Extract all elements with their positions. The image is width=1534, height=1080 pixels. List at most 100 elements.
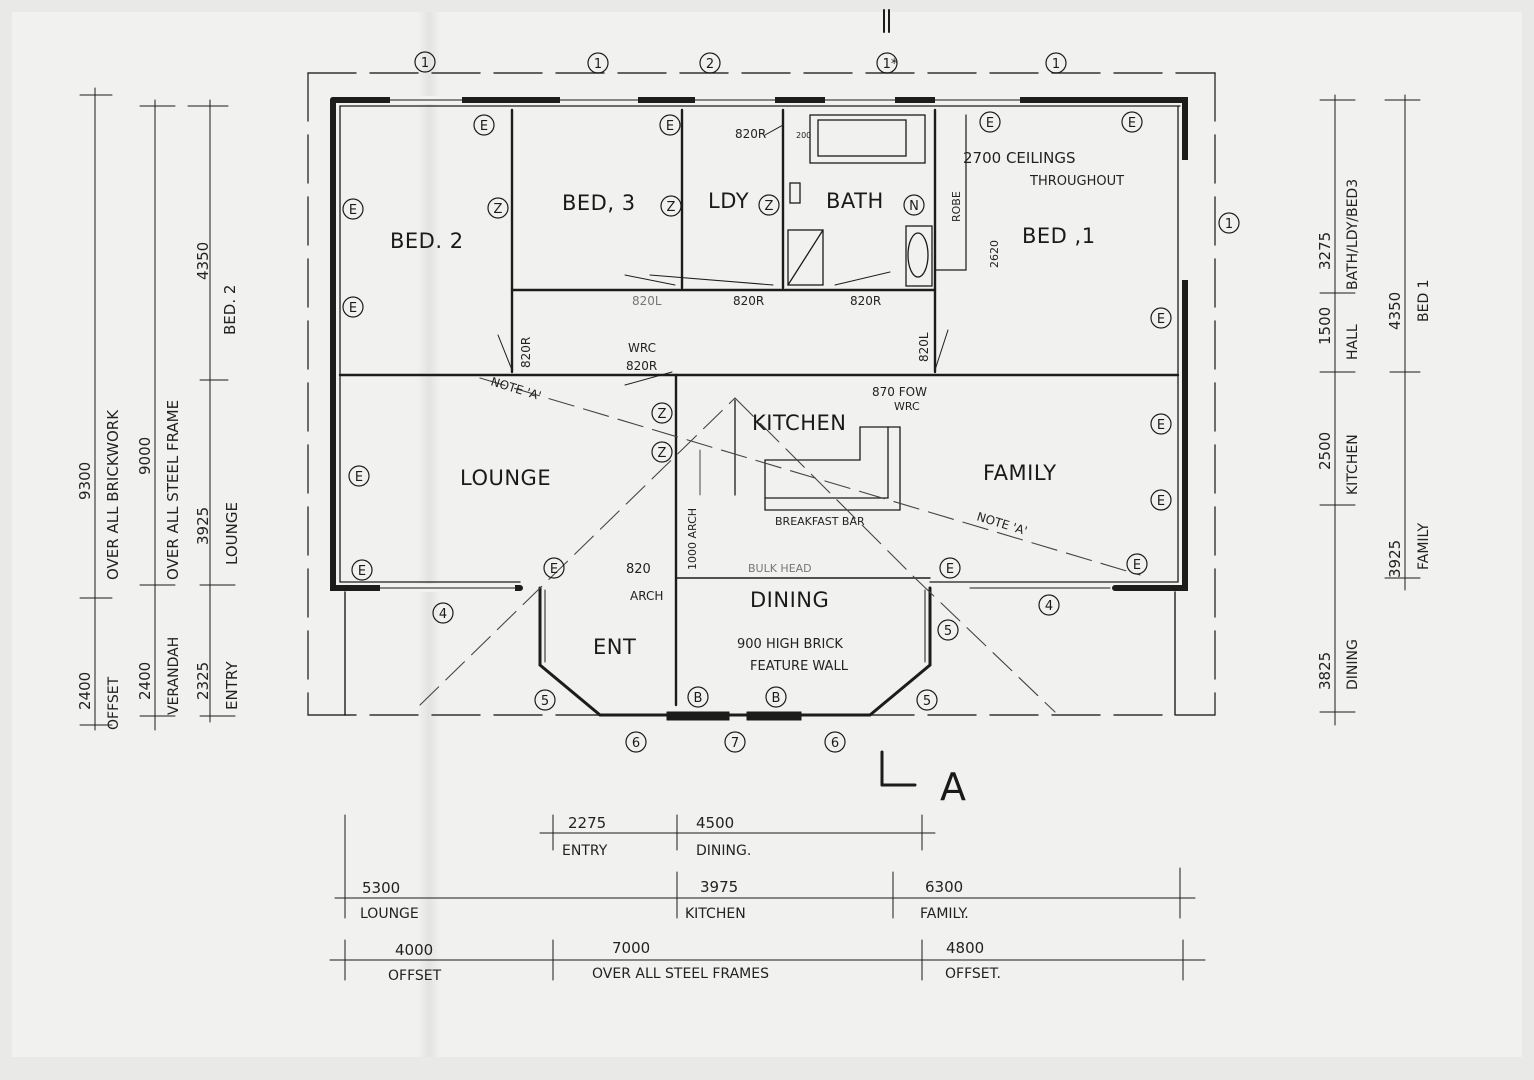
arch-label: ARCH [630, 589, 663, 603]
svg-text:E: E [986, 116, 994, 131]
north-arrow-icon [883, 9, 890, 33]
svg-text:OVER ALL STEEL FRAME: OVER ALL STEEL FRAME [164, 400, 182, 580]
svg-text:3275: 3275 [1316, 232, 1334, 270]
svg-text:1: 1 [594, 57, 602, 72]
svg-text:OFFSET: OFFSET [388, 968, 442, 984]
svg-text:2275: 2275 [568, 814, 606, 832]
robe-label: ROBE [950, 191, 963, 222]
room-dining: DINING [750, 588, 829, 612]
svg-text:B: B [694, 691, 703, 706]
entry-bay-walls [538, 586, 932, 721]
svg-text:N: N [909, 199, 919, 214]
svg-text:1: 1 [421, 56, 429, 71]
svg-text:HALL: HALL [1345, 324, 1361, 360]
svg-text:4500: 4500 [696, 814, 734, 832]
svg-text:7000: 7000 [612, 939, 650, 957]
svg-text:DINING: DINING [1345, 639, 1361, 690]
svg-text:Z: Z [658, 446, 667, 461]
door-label: 820L [632, 294, 662, 308]
door-label: 820R [733, 294, 764, 308]
svg-text:OVER ALL BRICKWORK: OVER ALL BRICKWORK [104, 409, 122, 580]
door-swings [497, 124, 949, 386]
svg-text:1: 1 [1225, 217, 1233, 232]
svg-text:LOUNGE: LOUNGE [360, 906, 419, 922]
svg-text:4000: 4000 [395, 941, 433, 959]
door-label: 820R [850, 294, 881, 308]
paper-fold [418, 12, 440, 1057]
room-ent: ENT [593, 635, 636, 659]
svg-text:E: E [946, 562, 954, 577]
svg-text:7: 7 [731, 736, 739, 751]
bulk-head-label: BULK HEAD [748, 562, 812, 575]
note-a-label: NOTE 'A' [489, 374, 543, 403]
svg-text:6300: 6300 [925, 878, 963, 896]
internal-walls [338, 108, 1180, 707]
svg-text:3925: 3925 [194, 507, 212, 545]
svg-text:E: E [550, 562, 558, 577]
svg-text:E: E [349, 301, 357, 316]
door-label: 820R [735, 127, 766, 141]
svg-text:E: E [480, 119, 488, 134]
svg-text:4350: 4350 [194, 242, 212, 280]
svg-text:E: E [358, 564, 366, 579]
svg-text:E: E [1133, 558, 1141, 573]
svg-text:E: E [1157, 418, 1165, 433]
room-bed1: BED ,1 [1022, 224, 1096, 248]
svg-text:Z: Z [667, 200, 676, 215]
section-mark [880, 750, 917, 787]
svg-text:BATH/LDY/BED3: BATH/LDY/BED3 [1345, 179, 1361, 290]
svg-text:4: 4 [1045, 599, 1053, 614]
room-kitchen: KITCHEN [752, 411, 847, 435]
bath-fixtures [787, 114, 933, 287]
door-870-label: 870 FOW [872, 385, 927, 399]
svg-text:4800: 4800 [946, 939, 984, 957]
tag-labels: 1 1 2 1* 1 1 E E E E E E Z Z Z N E E E E… [349, 56, 1233, 751]
feature-wall-line2: FEATURE WALL [750, 659, 849, 674]
svg-text:BED. 2: BED. 2 [221, 285, 239, 335]
svg-text:E: E [1157, 494, 1165, 509]
svg-text:FAMILY.: FAMILY. [920, 906, 969, 922]
svg-text:6: 6 [831, 736, 839, 751]
arch-820-label: 820 [626, 562, 651, 577]
svg-text:ENTRY: ENTRY [562, 843, 608, 859]
kitchen-bench [699, 399, 901, 511]
room-ldy: LDY [708, 189, 749, 213]
svg-text:VERANDAH: VERANDAH [166, 637, 182, 715]
svg-text:6: 6 [632, 736, 640, 751]
section-lines [419, 377, 1141, 713]
svg-text:2325: 2325 [194, 662, 212, 700]
right-dimensions: 3275 BATH/LDY/BED3 1500 HALL 2500 KITCHE… [1316, 179, 1432, 690]
svg-text:1500: 1500 [1316, 307, 1334, 345]
window-sills [379, 99, 1111, 589]
feature-wall-line1: 900 HIGH BRICK [737, 637, 843, 652]
ceiling-note-line2: THROUGHOUT [1029, 174, 1124, 189]
tag-circles [342, 51, 1240, 753]
svg-text:Z: Z [765, 199, 774, 214]
svg-text:2500: 2500 [1316, 432, 1334, 470]
room-bed2: BED. 2 [390, 229, 464, 253]
breakfast-bar-label: BREAKFAST BAR [775, 515, 865, 528]
bottom-dimension-lines [329, 814, 1206, 981]
svg-text:DINING.: DINING. [696, 843, 751, 859]
door-870-wrc: WRC [894, 400, 920, 413]
svg-text:E: E [1128, 116, 1136, 131]
ceiling-note-line1: 2700 CEILINGS [963, 149, 1075, 167]
svg-text:3975: 3975 [700, 878, 738, 896]
bath-dim: 200 [796, 131, 811, 140]
svg-text:1: 1 [1052, 57, 1060, 72]
svg-text:ENTRY: ENTRY [223, 661, 241, 710]
svg-text:FAMILY: FAMILY [1416, 523, 1432, 570]
wrc-door-label: 820R [626, 359, 657, 373]
room-family: FAMILY [983, 461, 1057, 485]
svg-text:Z: Z [494, 202, 503, 217]
svg-text:OFFSET.: OFFSET. [945, 966, 1001, 982]
svg-text:OFFSET: OFFSET [106, 676, 122, 730]
robe-dim: 2620 [988, 240, 1001, 268]
room-lounge: LOUNGE [460, 466, 551, 490]
svg-text:9300: 9300 [76, 462, 94, 500]
door-label: 820L [917, 332, 931, 362]
drawing-sheet [12, 12, 1522, 1057]
svg-text:3825: 3825 [1316, 652, 1334, 690]
svg-text:2400: 2400 [136, 662, 154, 700]
